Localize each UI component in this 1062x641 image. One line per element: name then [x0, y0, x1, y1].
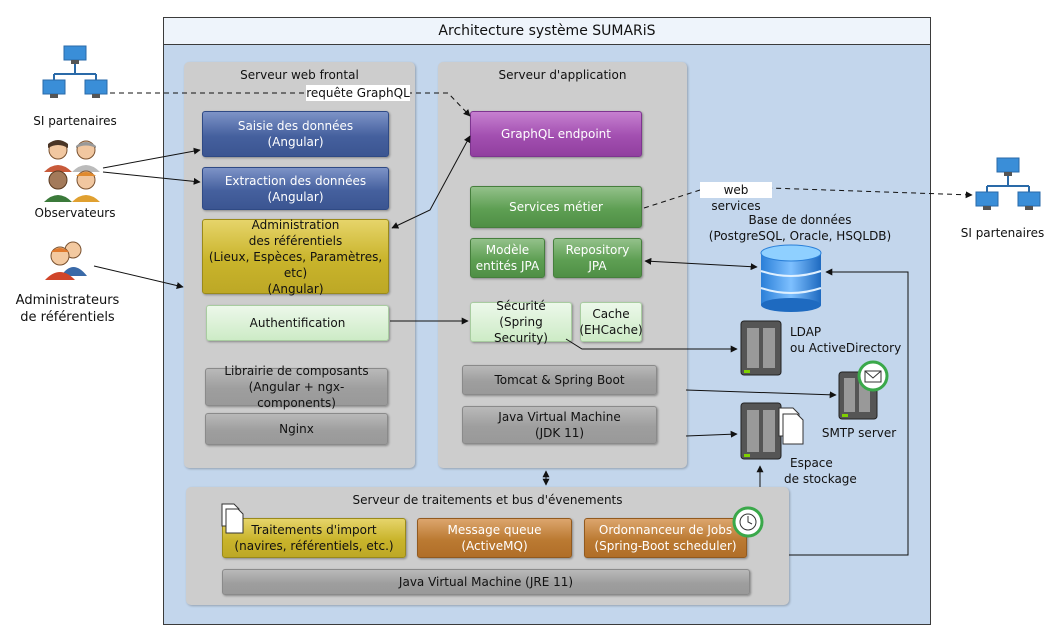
graphql-endpoint-label: GraphQL endpoint: [501, 127, 611, 141]
graphql-request-label: requête GraphQL: [306, 86, 410, 100]
tomcat-smtp-arrow: [685, 389, 837, 399]
saisie-line1: Saisie des données: [237, 119, 354, 133]
mq-line1: Message queue: [447, 523, 542, 537]
model-line1: Modèle: [485, 243, 530, 257]
tomcat-label: Tomcat & Spring Boot: [494, 373, 625, 387]
observers-label: Observateurs: [34, 206, 116, 220]
saisie-box: Saisie des données (Angular): [202, 111, 389, 157]
import-line1: Traitements d'import: [251, 523, 377, 537]
storage-label-line1: Espace: [790, 456, 833, 470]
graphql-endpoint-box: GraphQL endpoint: [470, 111, 642, 157]
database-label-line1: Base de données: [748, 213, 852, 227]
security-line1: Sécurité: [496, 299, 546, 313]
admin-line3: (Lieux, Espèces, Paramètres, etc): [208, 249, 383, 280]
front-server-label: Serveur web frontal: [240, 68, 359, 82]
tomcat-box: Tomcat & Spring Boot: [462, 365, 657, 395]
security-line2: (Spring Security): [494, 315, 548, 345]
diagram-title: Architecture système SUMARiS: [438, 23, 656, 39]
library-line2: (Angular + ngx-components): [248, 380, 345, 410]
clock-icon: [732, 506, 764, 538]
repository-line1: Repository: [565, 243, 630, 257]
database-label-line2: (PostgreSQL, Oracle, HSQLDB): [708, 229, 892, 243]
admin-line1: Administration: [251, 217, 340, 232]
model-line2: entités JPA: [475, 259, 540, 273]
admin-line2: des référentiels: [248, 233, 343, 248]
users-icon: [40, 136, 106, 202]
observer-to-extraction-arrow: [102, 171, 201, 185]
scheduler-line1: Ordonnanceur de Jobs: [598, 523, 733, 537]
repository-database-arrow: [644, 257, 758, 271]
extraction-box: Extraction des données (Angular): [202, 167, 389, 210]
cache-line2: (EHCache): [579, 323, 643, 337]
auth-box: Authentification: [206, 305, 389, 341]
batch-jvm-label: Java Virtual Machine (JRE 11): [398, 575, 574, 589]
web-services-arrow: [643, 187, 973, 209]
web-services-label: web services: [711, 183, 761, 213]
services-box: Services métier: [470, 186, 642, 228]
mq-line2: (ActiveMQ): [461, 539, 528, 553]
saisie-line2: (Angular): [267, 135, 324, 149]
network-icon: [40, 44, 108, 110]
admin-box: Administration des référentiels (Lieux, …: [202, 217, 389, 296]
nginx-label: Nginx: [279, 422, 314, 436]
extraction-line1: Extraction des données: [224, 173, 367, 188]
admins-label-line1: Administrateurs: [15, 293, 120, 308]
ldap-label-line1: LDAP: [790, 325, 822, 339]
mq-box: Message queue (ActiveMQ): [417, 518, 572, 558]
import-box: Traitements d'import (navires, référenti…: [222, 518, 406, 558]
network-icon-right: [973, 156, 1041, 222]
security-box: Sécurité (Spring Security): [470, 299, 572, 345]
library-line1: Librairie de composants: [224, 364, 369, 378]
admin-graphql-arrow: [391, 135, 471, 229]
model-box: Modèle entités JPA: [470, 238, 545, 278]
app-server-label: Serveur d'application: [498, 68, 627, 82]
library-box: Librairie de composants (Angular + ngx-c…: [205, 364, 388, 410]
graphql-request-arrow: [110, 92, 471, 117]
services-label: Services métier: [509, 200, 603, 214]
smtp-label: SMTP server: [821, 426, 897, 440]
batch-server-label: Serveur de traitements et bus d'évenemen…: [352, 493, 623, 507]
storage-server-icon: [740, 402, 782, 460]
storage-label-line2: de stockage: [784, 472, 857, 486]
repository-box: Repository JPA: [553, 238, 642, 278]
batch-database-arrow: [789, 268, 909, 556]
cache-box: Cache (EHCache): [579, 302, 643, 342]
admins-label-line2: de référentiels: [20, 310, 115, 325]
repository-line2: JPA: [588, 259, 607, 273]
app-jvm-line2: (JDK 11): [534, 426, 585, 440]
diagram-title-bar: Architecture système SUMARiS: [163, 17, 931, 45]
import-line2: (navires, référentiels, etc.): [234, 539, 394, 553]
batch-jvm-box: Java Virtual Machine (JRE 11): [222, 569, 750, 595]
document-icon: [777, 406, 805, 446]
admin-users-icon: [43, 240, 93, 280]
import-document-icon: [220, 502, 244, 534]
scheduler-line2: (Spring-Boot scheduler): [594, 539, 737, 553]
app-jvm-box: Java Virtual Machine (JDK 11): [462, 406, 657, 444]
admin-line4: (Angular): [267, 281, 324, 296]
scheduler-box: Ordonnanceur de Jobs (Spring-Boot schedu…: [584, 518, 747, 558]
observer-to-saisie-arrow: [102, 147, 201, 169]
nginx-box: Nginx: [205, 413, 388, 445]
security-ldap-arrow: [565, 338, 738, 353]
admins-to-front-arrow: [93, 265, 184, 289]
partners-left-label: SI partenaires: [33, 114, 117, 128]
database-icon: [758, 243, 824, 313]
partners-right-label: SI partenaires: [960, 226, 1045, 240]
ldap-server-icon: [740, 320, 782, 376]
jvm-storage-arrow: [685, 430, 738, 438]
mail-icon: [857, 360, 889, 392]
cache-line1: Cache: [592, 307, 630, 321]
ldap-label-line2: ou ActiveDirectory: [790, 341, 902, 355]
extraction-line2: (Angular): [267, 189, 324, 204]
app-jvm-line1: Java Virtual Machine: [498, 410, 621, 424]
auth-label: Authentification: [249, 316, 346, 330]
